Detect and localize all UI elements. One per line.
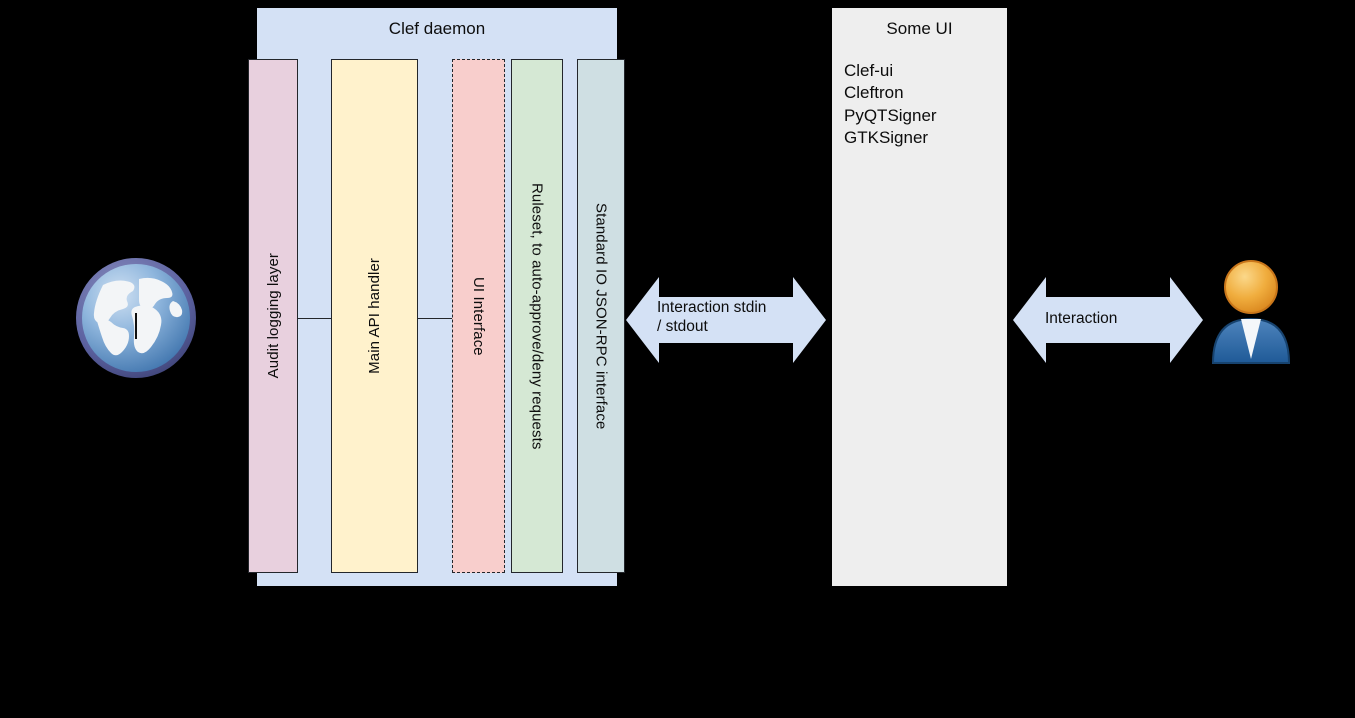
lane-ui-interface-label: UI Interface [470, 276, 487, 356]
connector-api-ui [418, 318, 452, 319]
lane-ruleset-label: Ruleset, to auto-approve/deny requests [528, 182, 546, 450]
list-item: PyQTSigner [844, 105, 937, 125]
some-ui-panel-title: Some UI [886, 19, 953, 38]
lane-ruleset[interactable]: Ruleset, to auto-approve/deny requests [511, 59, 563, 573]
lane-standard-io-jsonrpc[interactable]: Standard IO JSON-RPC interface [577, 59, 625, 573]
clef-daemon-title: Clef daemon [388, 19, 486, 38]
lane-api-label: Main API handler [366, 258, 383, 374]
list-item: Cleftron [844, 83, 904, 103]
arrow-stdin-stdout-line1: Interaction stdin [657, 299, 767, 316]
some-ui-panel-list: Clef-ui Cleftron PyQTSigner GTKSigner [844, 60, 937, 150]
globe-icon [73, 255, 199, 381]
lane-audit-label: Audit logging layer [264, 253, 282, 379]
arrow-stdin-stdout-line2: / stdout [657, 318, 708, 335]
lane-stdio-label: Standard IO JSON-RPC interface [592, 202, 610, 430]
arrow-stdin-stdout-label: Interaction stdin / stdout [657, 298, 766, 336]
clef-daemon-container [257, 8, 617, 586]
list-item: Clef-ui [844, 61, 894, 80]
some-ui-panel: Some UI Clef-ui Cleftron PyQTSigner GTKS… [832, 8, 1007, 586]
lane-main-api-handler[interactable]: Main API handler [331, 59, 418, 573]
list-item: GTKSigner [844, 128, 929, 148]
connector-audit-api [298, 318, 331, 319]
arrow-interaction-label: Interaction [1045, 310, 1118, 327]
lane-ui-interface[interactable]: UI Interface [452, 59, 505, 573]
lane-audit-logging-layer[interactable]: Audit logging layer [248, 59, 298, 573]
arrow-stdin-stdout: Interaction stdin / stdout [626, 277, 826, 363]
user-icon [1205, 255, 1297, 365]
arrow-interaction: Interaction [1013, 277, 1203, 363]
